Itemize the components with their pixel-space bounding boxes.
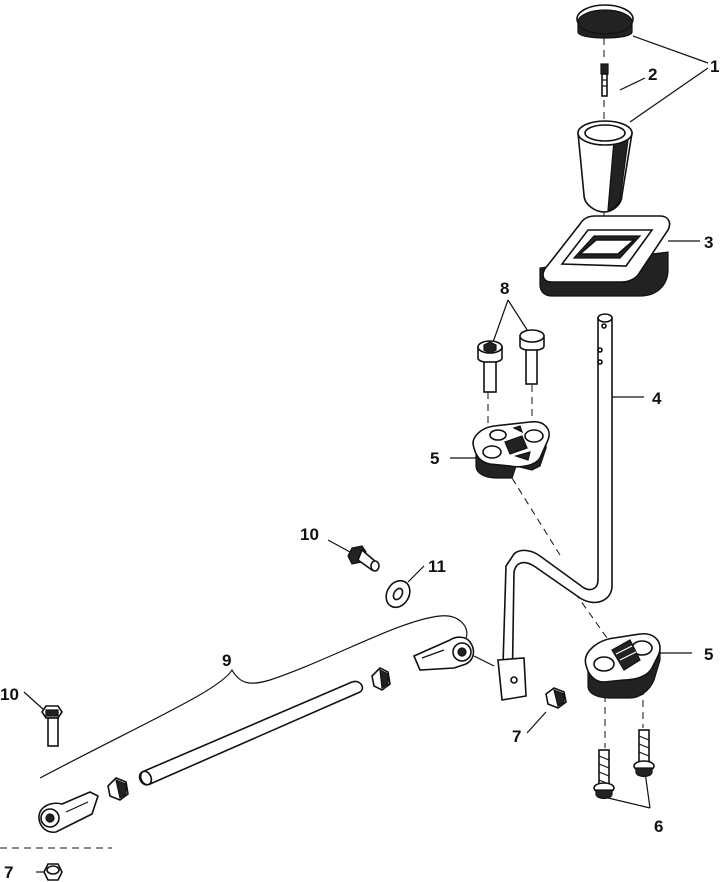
- callout-10-lower: 10: [0, 685, 19, 704]
- mounting-bracket-upper: [472, 420, 550, 479]
- callout-1: 1: [710, 57, 719, 76]
- nut-left: [43, 863, 63, 881]
- callout-4: 4: [652, 389, 662, 408]
- rod-end-left: [38, 791, 99, 833]
- shift-boot-seal: [539, 215, 671, 297]
- shift-handle: [577, 120, 633, 213]
- nut-right: [545, 687, 567, 709]
- screw-right: [633, 729, 655, 778]
- set-screw: [600, 63, 609, 97]
- shift-knob-cap: [576, 4, 634, 39]
- jam-nut-left: [107, 777, 129, 801]
- callout-labels: 1 2 3 4 8 5 5 6 10 11 9 7 10 7: [0, 57, 719, 882]
- callout-leaders: [23, 35, 709, 873]
- mounting-bracket-lower: [584, 633, 661, 699]
- callout-2: 2: [648, 65, 657, 84]
- shift-lever-rod: [501, 313, 613, 699]
- callout-3: 3: [704, 233, 713, 252]
- jam-nut-right: [371, 667, 391, 691]
- screw-left: [593, 749, 615, 800]
- callout-9: 9: [222, 651, 231, 670]
- bolt-upper-10: [347, 545, 380, 572]
- callout-6: 6: [654, 817, 663, 836]
- threaded-rod: [138, 680, 364, 786]
- callout-10-upper: 10: [300, 525, 319, 544]
- callout-11: 11: [428, 557, 446, 576]
- rod-end-right: [412, 636, 495, 671]
- bolt-left: [477, 340, 503, 393]
- callout-7-left: 7: [4, 863, 13, 882]
- bolt-lower-10: [41, 705, 63, 747]
- lever-tab: [497, 657, 527, 701]
- callout-5-upper: 5: [430, 449, 439, 468]
- callout-8: 8: [500, 279, 509, 298]
- bolt-right: [519, 329, 545, 385]
- washer: [385, 579, 411, 609]
- callout-5-lower: 5: [704, 645, 713, 664]
- callout-7-right: 7: [512, 727, 521, 746]
